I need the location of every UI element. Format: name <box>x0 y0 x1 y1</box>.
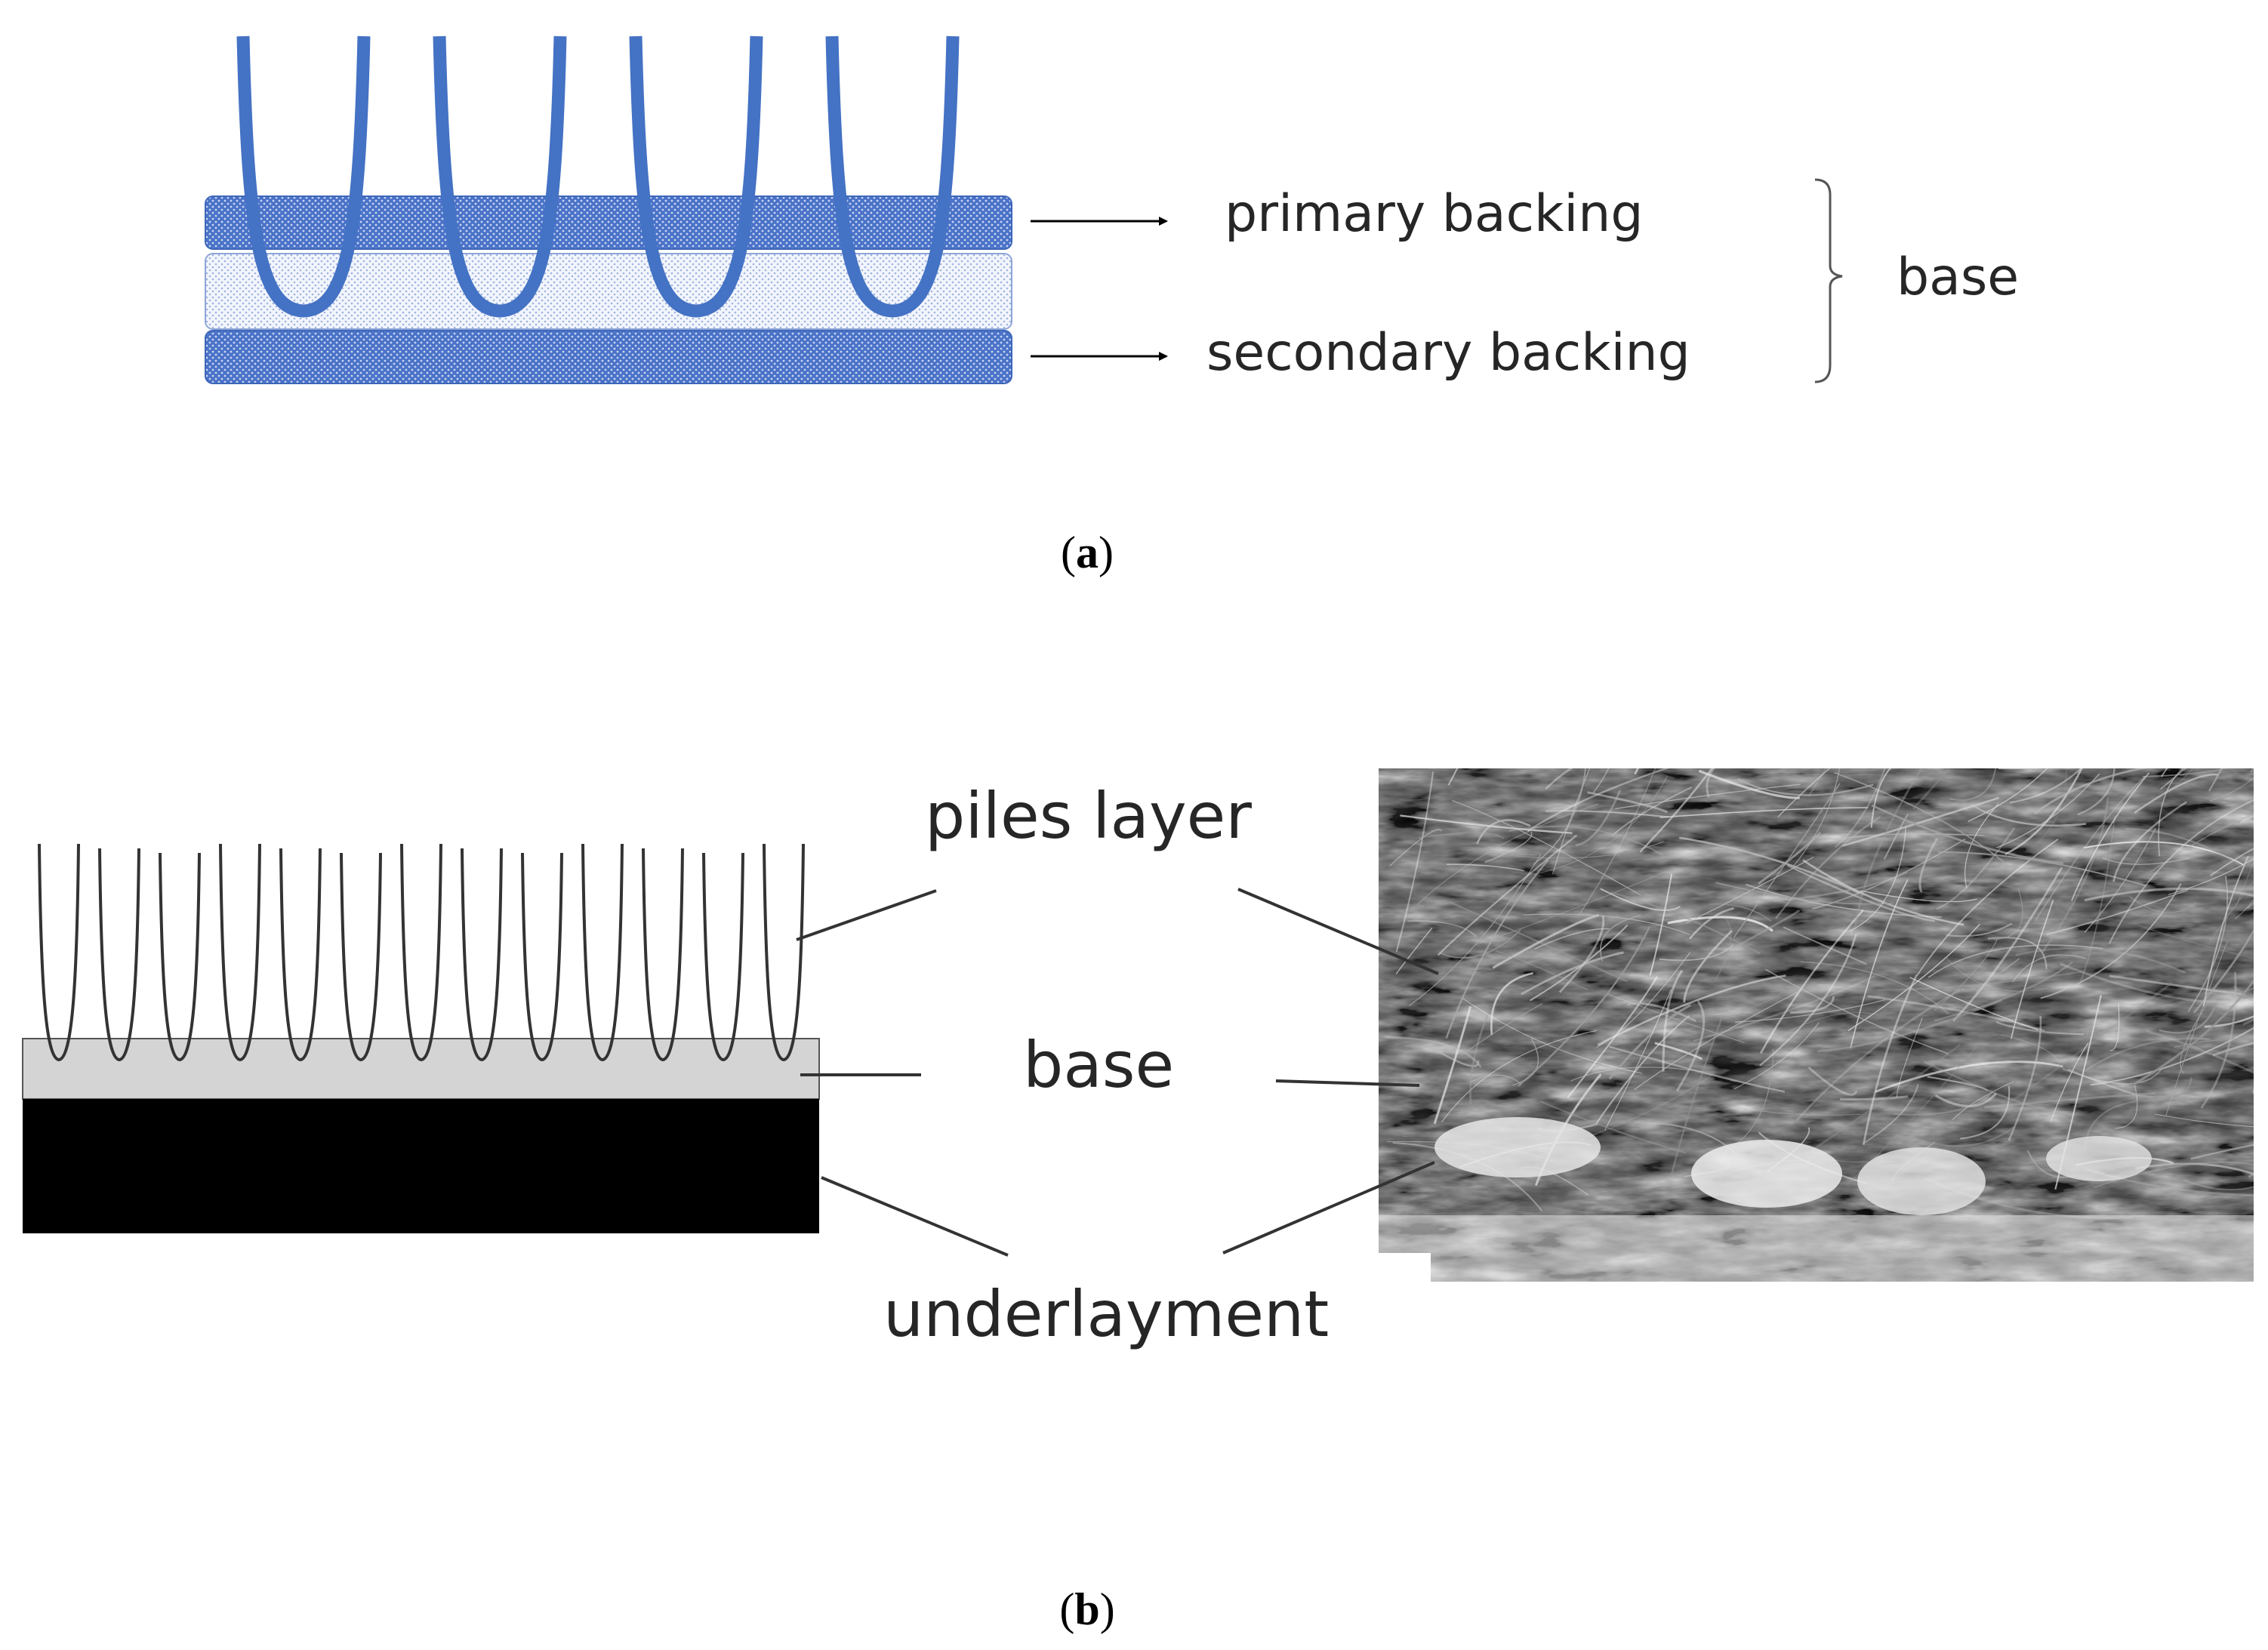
fiber-loops <box>236 35 960 318</box>
pile-loop <box>642 848 684 1062</box>
fiber-loop <box>629 35 763 318</box>
base-label-b: base <box>1023 1028 1174 1102</box>
pile-loop <box>400 843 442 1062</box>
caption-a: (a) <box>1061 528 1114 577</box>
underlayment-layer <box>23 1099 819 1233</box>
base-layer <box>22 1038 820 1100</box>
pile-loop <box>219 843 261 1062</box>
fiber-loop <box>236 35 371 318</box>
fiber-loop <box>825 35 960 318</box>
pile-loop <box>763 843 805 1062</box>
primary-backing-layer <box>205 195 1012 250</box>
panel-a-diagram: primary backing secondary backing base (… <box>205 35 2019 577</box>
base-brace <box>1814 178 1843 383</box>
primary-backing-label: primary backing <box>1225 184 1644 244</box>
pile-loop <box>461 848 503 1062</box>
base-leader-right <box>1275 1079 1420 1087</box>
secondary-backing-label: secondary backing <box>1206 323 1690 383</box>
base-label-a: base <box>1897 248 2019 307</box>
piles-leader-right <box>1237 888 1439 975</box>
pile-loop <box>340 852 382 1062</box>
underlayment-label: underlayment <box>883 1277 1329 1351</box>
pile-loops <box>38 843 805 1062</box>
carpet-micrograph <box>1379 768 2254 1282</box>
secondary-backing-layer <box>205 330 1012 384</box>
pile-loop <box>159 852 201 1062</box>
piles-layer-label: piles layer <box>925 779 1252 853</box>
underlayment-leader-right <box>1222 1161 1435 1254</box>
piles-leader-left <box>796 889 937 941</box>
panel-b-diagram: piles layer base underlayment (b) <box>22 768 2254 1634</box>
underlayment-leader-left <box>821 1176 1009 1257</box>
pile-loop <box>38 843 80 1062</box>
middle-backing-layer <box>205 253 1012 330</box>
pile-loop <box>279 848 322 1062</box>
pile-loop <box>98 848 140 1062</box>
pile-loop <box>702 852 744 1062</box>
pile-loop <box>581 843 624 1062</box>
fiber-loop <box>433 35 567 318</box>
caption-b: (b) <box>1059 1584 1114 1634</box>
pile-loop <box>521 852 563 1062</box>
